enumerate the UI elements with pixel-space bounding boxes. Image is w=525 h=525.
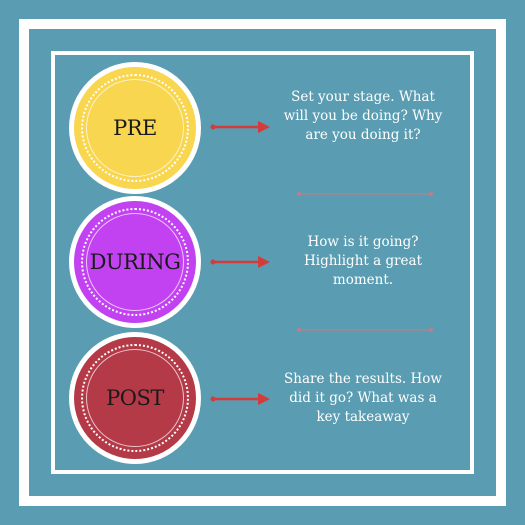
post-badge: POST bbox=[69, 332, 201, 464]
post-label: POST bbox=[106, 386, 164, 410]
pre-badge-dotted-ring bbox=[81, 74, 189, 182]
during-badge-inner: DURING bbox=[86, 213, 184, 311]
post-badge-inner: POST bbox=[86, 349, 184, 447]
during-label: DURING bbox=[89, 250, 181, 274]
outer-frame bbox=[19, 19, 506, 506]
post-description: Share the results. How did it go? What w… bbox=[284, 371, 442, 425]
during-description: How is it going? Highlight a great momen… bbox=[303, 234, 422, 288]
inner-frame bbox=[51, 51, 474, 474]
pre-badge-inner: PRE bbox=[86, 79, 184, 177]
during-arrow-icon bbox=[210, 256, 270, 268]
during-badge: DURING bbox=[69, 196, 201, 328]
pre-description: Set your stage. What will you be doing? … bbox=[283, 89, 443, 143]
pre-arrow-icon bbox=[210, 121, 270, 133]
divider-2 bbox=[297, 328, 433, 332]
pre-badge: PRE bbox=[69, 62, 201, 194]
post-badge-dotted-ring bbox=[81, 344, 189, 452]
during-badge-dotted-ring bbox=[81, 208, 189, 316]
pre-label: PRE bbox=[113, 116, 157, 140]
divider-1 bbox=[297, 192, 433, 196]
post-arrow-icon bbox=[210, 393, 270, 405]
